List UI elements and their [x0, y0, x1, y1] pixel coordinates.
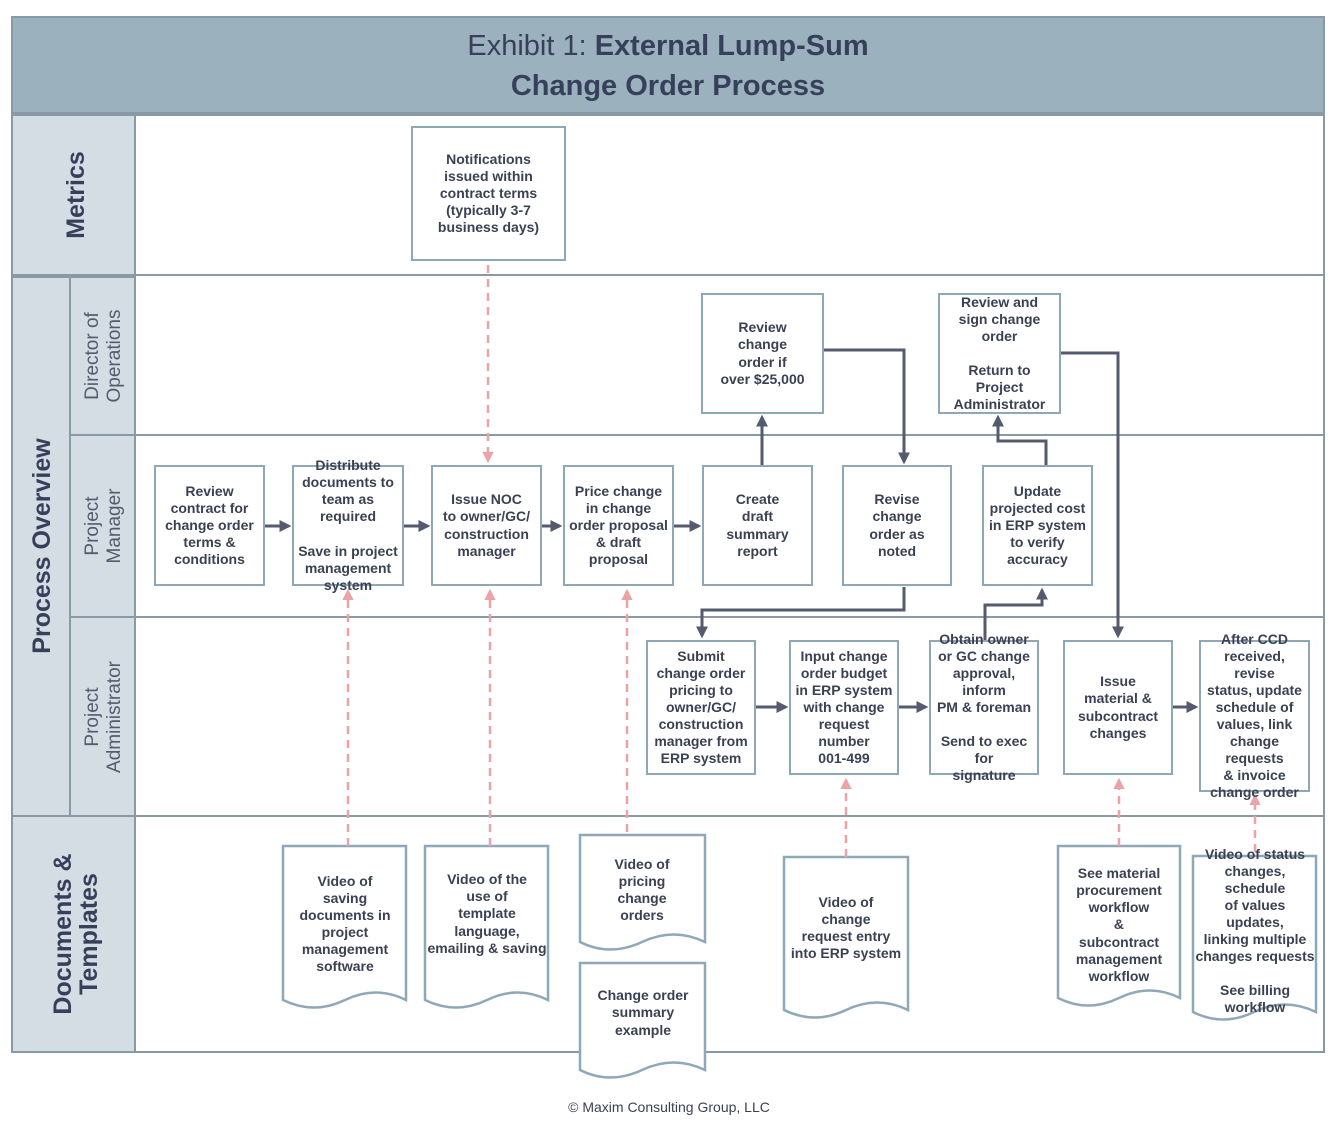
create-draft-box: Create draft summary report [702, 465, 813, 586]
project-administrator-lane-header [69, 616, 136, 817]
doc-shape-video-pricing [578, 833, 707, 951]
title-line-1: Exhibit 1: External Lump-Sum [13, 30, 1323, 63]
distribute-documents-box: Distribute documents to team as required… [292, 457, 404, 593]
video-pricing-doc: Video of pricing change orders [614, 855, 670, 924]
metrics-lane-header [11, 114, 136, 276]
review-change-order-box: Review change order if over $25,000 [701, 293, 824, 414]
doc-shape-video-saving [281, 844, 408, 1009]
arrow-revise-to-submit [696, 587, 906, 639]
submit-pricing-box: Submit change order pricing to owner/GC/… [646, 640, 756, 775]
issue-noc-box: Issue NOC to owner/GC/ construction mana… [431, 465, 542, 586]
review-contract-box: Review contract for change order terms &… [154, 465, 265, 586]
video-change-request-doc: Video of change request entry into ERP s… [790, 893, 902, 962]
after-ccd-box: After CCD received, revise status, updat… [1199, 631, 1310, 800]
doc-shape-change-order-summary [578, 961, 707, 1079]
arrow-review-sign-to-issue-material [1060, 351, 1124, 639]
change-order-summary-doc: Change order summary example [597, 987, 689, 1038]
input-budget-box: Input change order budget in ERP system … [789, 640, 899, 775]
issue-material-box: Issue material & subcontract changes [1063, 640, 1173, 775]
obtain-approval-box: Obtain owner or GC change approval, info… [929, 631, 1039, 783]
documents-lane-header [11, 815, 136, 1053]
doc-shape-see-material [1056, 844, 1182, 1007]
video-saving-doc: Video of saving documents in project man… [299, 872, 391, 975]
copyright-text: © Maxim Consulting Group, LLC [568, 1099, 770, 1115]
doc-shape-video-template [423, 844, 550, 1009]
title-prefix: Exhibit 1: [467, 30, 595, 62]
video-template-doc: Video of the use of template language, e… [427, 871, 547, 956]
update-projected-box: Update projected cost in ERP system to v… [982, 465, 1093, 586]
diagram-header: Exhibit 1: External Lump-Sum Change Orde… [11, 16, 1325, 114]
see-material-doc: See material procurement workflow & subc… [1075, 865, 1163, 984]
arrow-update-to-review-sign [992, 414, 1048, 465]
arrow-review-director-to-revise [823, 348, 910, 465]
title-bold: External Lump-Sum [594, 30, 869, 62]
metrics-lane [136, 114, 1325, 276]
price-change-box: Price change in change order proposal & … [563, 465, 674, 586]
revise-change-order-box: Revise change order as noted [842, 465, 952, 586]
doc-shape-video-status [1191, 854, 1318, 1021]
arrow-obtain-to-update [983, 587, 1048, 640]
title-line-2: Change Order Process [510, 70, 826, 102]
review-sign-box: Review and sign change order Return to P… [938, 293, 1061, 414]
doc-shape-video-change-request [782, 855, 910, 1019]
video-status-doc: Video of status changes, schedule of val… [1195, 846, 1315, 1016]
director-lane-header [69, 276, 136, 436]
metric-notifications-box: Notifications issued within contract ter… [411, 126, 566, 261]
